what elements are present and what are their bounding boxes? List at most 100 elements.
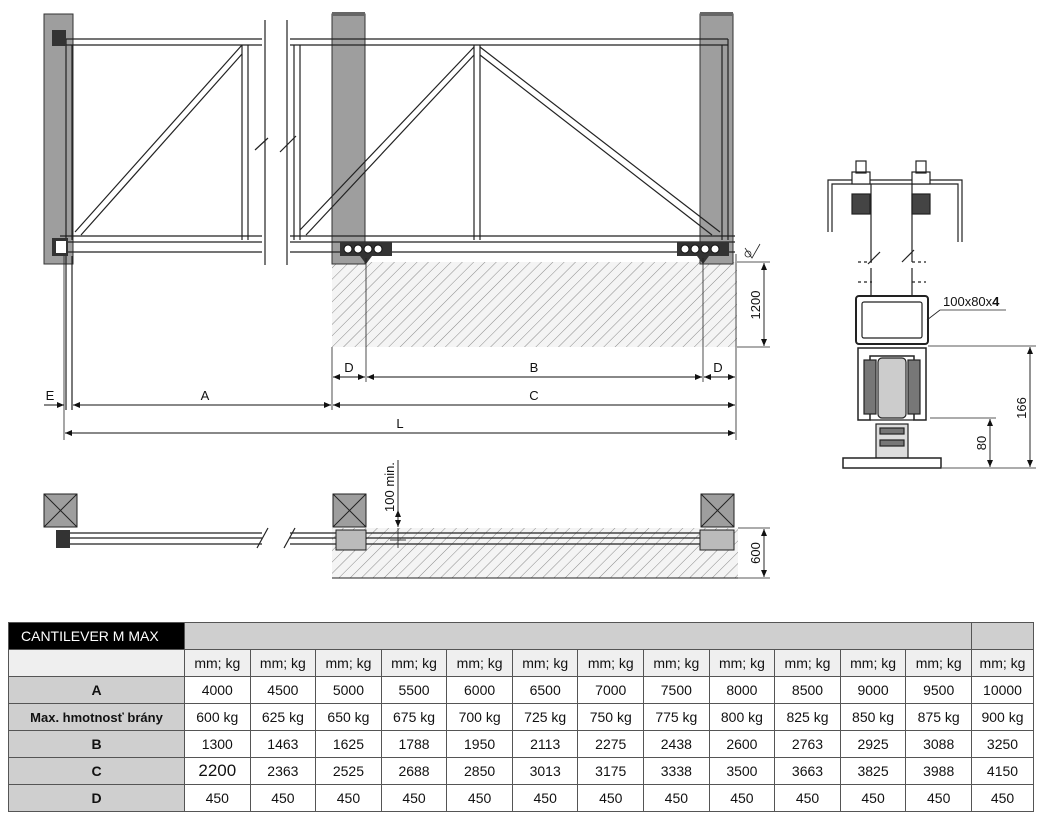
table-cell: 850 kg bbox=[839, 703, 907, 731]
unit-cell: mm; kg bbox=[184, 649, 251, 677]
table-cell: 3663 bbox=[774, 757, 841, 785]
dim-label-c: C bbox=[529, 388, 538, 403]
table-cell: 2850 bbox=[446, 757, 513, 785]
table-cell: 2763 bbox=[774, 730, 841, 758]
table-cell: 9500 bbox=[905, 676, 972, 704]
table-cell: 7500 bbox=[643, 676, 710, 704]
table-cell: 600 kg bbox=[184, 703, 251, 731]
dim-label-e: E bbox=[46, 388, 55, 403]
table-cell: 450 bbox=[839, 784, 907, 812]
unit-cell: mm; kg bbox=[380, 649, 448, 677]
table-cell: 2113 bbox=[511, 730, 579, 758]
table-cell: 450 bbox=[511, 784, 579, 812]
left-post bbox=[43, 13, 74, 265]
table-cell: 450 bbox=[315, 784, 382, 812]
table-cell: 2200 bbox=[184, 757, 251, 785]
table-cell: 675 kg bbox=[380, 703, 448, 731]
dim-label-600: 600 bbox=[748, 542, 763, 564]
roller-carriage-icon bbox=[340, 242, 729, 264]
dim-label-100-min: 100 min. bbox=[382, 462, 397, 512]
unit-cell: mm; kg bbox=[708, 649, 776, 677]
profile-size-label: 100x80x4 bbox=[943, 294, 1000, 309]
table-cell: 5000 bbox=[315, 676, 382, 704]
table-cell: 3175 bbox=[577, 757, 645, 785]
front-elevation: D B D E A C L 1200 bbox=[43, 12, 770, 440]
table-cell: 7000 bbox=[577, 676, 645, 704]
table-cell: 8500 bbox=[774, 676, 841, 704]
row-label: C bbox=[8, 757, 185, 785]
post-cross-icon bbox=[43, 493, 735, 528]
dim-label-l: L bbox=[396, 416, 403, 431]
table-cell: 1625 bbox=[315, 730, 382, 758]
table-cell: 450 bbox=[446, 784, 513, 812]
table-cell: 6500 bbox=[511, 676, 579, 704]
table-cell: 450 bbox=[380, 784, 448, 812]
row-label: A bbox=[8, 676, 185, 704]
table-cell: 4000 bbox=[184, 676, 251, 704]
table-cell: 450 bbox=[971, 784, 1034, 812]
table-cell: 875 kg bbox=[905, 703, 972, 731]
table-cell: 750 kg bbox=[577, 703, 645, 731]
table-cell: 2438 bbox=[643, 730, 710, 758]
table-cell: 6000 bbox=[446, 676, 513, 704]
cross-section bbox=[827, 160, 1036, 469]
break-line-icon bbox=[254, 20, 297, 265]
table-cell: 4500 bbox=[249, 676, 317, 704]
table-cell: 2688 bbox=[380, 757, 448, 785]
table-cell: 1463 bbox=[249, 730, 317, 758]
table-cell: 450 bbox=[184, 784, 251, 812]
table-cell: 450 bbox=[643, 784, 710, 812]
table-cell: 3250 bbox=[971, 730, 1034, 758]
table-cell: 3825 bbox=[839, 757, 907, 785]
table-cell: 1788 bbox=[380, 730, 448, 758]
table-cell: 900 kg bbox=[971, 703, 1034, 731]
table-cell: 1950 bbox=[446, 730, 513, 758]
table-cell: 4150 bbox=[971, 757, 1034, 785]
table-cell: 3338 bbox=[643, 757, 710, 785]
table-cell: 700 kg bbox=[446, 703, 513, 731]
unit-cell: mm; kg bbox=[905, 649, 972, 677]
table-cell: 725 kg bbox=[511, 703, 579, 731]
table-cell: 450 bbox=[708, 784, 776, 812]
table-cell: 3088 bbox=[905, 730, 972, 758]
table-cell: 1300 bbox=[184, 730, 251, 758]
table-cell: 450 bbox=[249, 784, 317, 812]
table-cell: 775 kg bbox=[643, 703, 710, 731]
unit-cell: mm; kg bbox=[971, 649, 1034, 677]
dim-label-d-right: D bbox=[713, 360, 722, 375]
dim-label-80: 80 bbox=[974, 436, 989, 450]
table-cell: 2275 bbox=[577, 730, 645, 758]
table-title-row: CANTILEVER M MAX bbox=[8, 622, 1034, 650]
spec-table: CANTILEVER M MAX mm; kg mm; kg mm; kg mm… bbox=[8, 622, 1034, 812]
dim-label-d-left: D bbox=[344, 360, 353, 375]
row-label: Max. hmotnosť brány bbox=[8, 703, 185, 731]
table-cell: 650 kg bbox=[315, 703, 382, 731]
unit-cell: mm; kg bbox=[643, 649, 710, 677]
gate-frame bbox=[60, 38, 735, 253]
dim-label-1200: 1200 bbox=[748, 291, 763, 320]
unit-cell: mm; kg bbox=[249, 649, 317, 677]
table-cell: 2363 bbox=[249, 757, 317, 785]
unit-cell: mm; kg bbox=[839, 649, 907, 677]
plan-view bbox=[43, 493, 770, 579]
table-cell: 3500 bbox=[708, 757, 776, 785]
unit-cell: mm; kg bbox=[577, 649, 645, 677]
row-label: B bbox=[8, 730, 185, 758]
table-title: CANTILEVER M MAX bbox=[8, 622, 185, 650]
table-cell: 2600 bbox=[708, 730, 776, 758]
table-cell: 3988 bbox=[905, 757, 972, 785]
table-cell: 450 bbox=[577, 784, 645, 812]
table-cell: 10000 bbox=[971, 676, 1034, 704]
table-cell: 450 bbox=[905, 784, 972, 812]
table-units-row: mm; kg mm; kg mm; kg mm; kg mm; kg mm; k… bbox=[8, 649, 1034, 677]
gate-technical-drawing: D B D E A C L 1200 bbox=[43, 12, 1036, 579]
table-cell: 625 kg bbox=[249, 703, 317, 731]
table-cell: 825 kg bbox=[774, 703, 841, 731]
table-cell: 2925 bbox=[839, 730, 907, 758]
middle-post bbox=[331, 13, 366, 265]
row-label: D bbox=[8, 784, 185, 812]
